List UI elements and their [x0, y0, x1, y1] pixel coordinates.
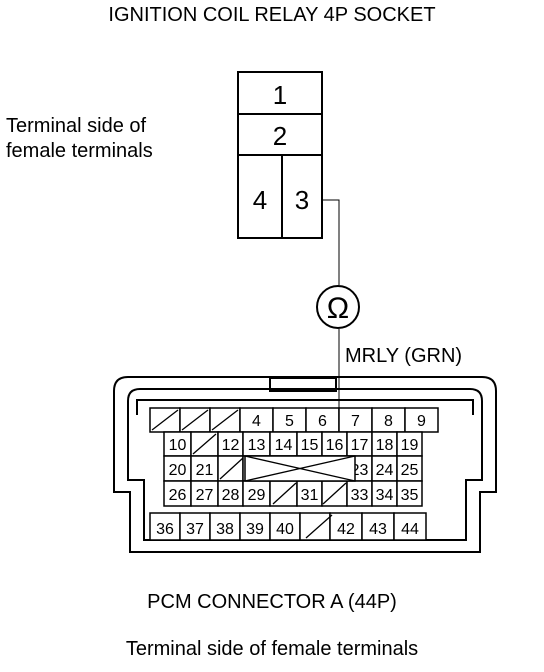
pcm-terminal-label: 39 [246, 521, 264, 538]
pcm-terminal-label: 10 [169, 437, 187, 454]
ohmmeter: Ω [316, 285, 360, 329]
pcm-terminal-label: 4 [252, 413, 261, 430]
pcm-terminal-label: 21 [196, 462, 214, 479]
pcm-terminal-label: 24 [376, 462, 394, 479]
terminal-side-label-line2: female terminals [6, 140, 153, 162]
pcm-cell [299, 512, 331, 541]
pcm-terminal-label: 8 [384, 413, 393, 430]
pcm-terminal-label: 35 [401, 487, 419, 504]
unused-terminal-slash [151, 409, 179, 431]
relay-terminal-labels: 1 2 4 3 [253, 80, 309, 215]
pcm-cell [163, 480, 192, 507]
unused-terminal-slash [192, 433, 217, 455]
pcm-terminal-label: 38 [216, 521, 234, 538]
pcm-terminal-label: 25 [401, 462, 419, 479]
pcm-terminal-label: 20 [169, 462, 187, 479]
pcm-connector-housing [113, 376, 497, 553]
pcm-terminal-label: 12 [222, 437, 240, 454]
pcm-cell [269, 512, 301, 541]
pcm-cell [361, 512, 395, 541]
pcm-cell [239, 512, 271, 541]
pcm-terminal-label: 44 [401, 521, 419, 538]
blank-area-cross [244, 455, 356, 482]
pcm-terminal-label: 34 [376, 487, 394, 504]
pcm-cell [396, 480, 423, 507]
pcm-terminal-label: 26 [169, 487, 187, 504]
pcm-terminal-label: 9 [417, 413, 426, 430]
pcm-cell [163, 455, 192, 482]
pcm-terminal-label: 33 [351, 487, 369, 504]
locking-tab [269, 377, 337, 392]
relay-terminal-1: 1 [273, 80, 287, 110]
pcm-cell [242, 431, 271, 457]
relay-socket [237, 71, 323, 239]
relay-socket-title: IGNITION COIL RELAY 4P SOCKET [108, 4, 436, 26]
pcm-terminal-label: 15 [301, 437, 319, 454]
unused-terminal-slash [181, 409, 209, 431]
pcm-terminal-label: 40 [276, 521, 294, 538]
pcm-terminal-label: 13 [248, 437, 266, 454]
unused-terminal-slash [322, 482, 347, 505]
pcm-connector-title: PCM CONNECTOR A (44P) [147, 591, 397, 613]
pcm-terminal-label: 17 [351, 437, 369, 454]
wire-label: MRLY (GRN) [345, 345, 463, 367]
pcm-terminal-label: 29 [248, 487, 266, 504]
relay-terminal-4: 4 [253, 185, 267, 215]
pcm-terminal-label: 37 [186, 521, 204, 538]
relay-terminal-2: 2 [273, 121, 287, 151]
pcm-terminal-label: 18 [376, 437, 394, 454]
pcm-terminal-label: 42 [337, 521, 355, 538]
pcm-terminal-label: 43 [369, 521, 387, 538]
pcm-cell [179, 512, 211, 541]
pcm-terminal-label: 16 [326, 437, 344, 454]
pcm-terminal-label: 27 [196, 487, 214, 504]
pcm-cell [217, 480, 244, 507]
unused-terminal-slash [211, 409, 239, 431]
housing-lip [136, 399, 474, 415]
relay-terminal-3: 3 [295, 185, 309, 215]
pcm-terminal-label: 36 [156, 521, 174, 538]
pcm-cell [163, 431, 192, 457]
pcm-cell [404, 407, 439, 433]
terminal-side-label-line1: Terminal side of [6, 115, 147, 137]
pcm-terminal-label: 14 [275, 437, 293, 454]
pcm-cell [393, 512, 427, 541]
probe-wire-upper [322, 199, 340, 285]
pcm-cell [321, 431, 348, 457]
pcm-terminal-label: 31 [301, 487, 319, 504]
pcm-connector-caption: Terminal side of female terminals [125, 638, 419, 660]
probe-wire [322, 199, 340, 410]
housing-inner [127, 388, 483, 541]
unused-terminal-slash [305, 514, 333, 539]
ohm-symbol: Ω [327, 292, 349, 325]
pcm-terminal-label: 7 [351, 413, 360, 430]
pcm-cell [217, 431, 244, 457]
pcm-terminal-label: 19 [401, 437, 419, 454]
unused-terminal-slash [272, 482, 297, 505]
ohmmeter-circle [316, 285, 360, 329]
housing-outer [113, 376, 497, 553]
unused-terminal-slash [219, 457, 244, 480]
pcm-terminal-label: 5 [285, 413, 294, 430]
pcm-terminal-label: 28 [222, 487, 240, 504]
pcm-terminal-label: 6 [318, 413, 327, 430]
